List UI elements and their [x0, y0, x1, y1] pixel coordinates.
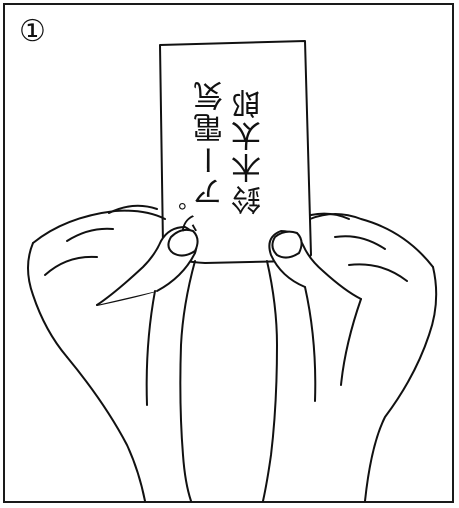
- right-hand-icon: [262, 212, 438, 502]
- step-number: ①: [19, 14, 46, 49]
- card-name-line3: ソ。: [179, 187, 204, 235]
- hands-holding-card-illustration: [27, 40, 438, 502]
- left-hand-icon: [27, 204, 199, 502]
- illustration-panel: ①: [3, 3, 454, 503]
- card-name-line1: 鈴木太郎: [232, 87, 267, 215]
